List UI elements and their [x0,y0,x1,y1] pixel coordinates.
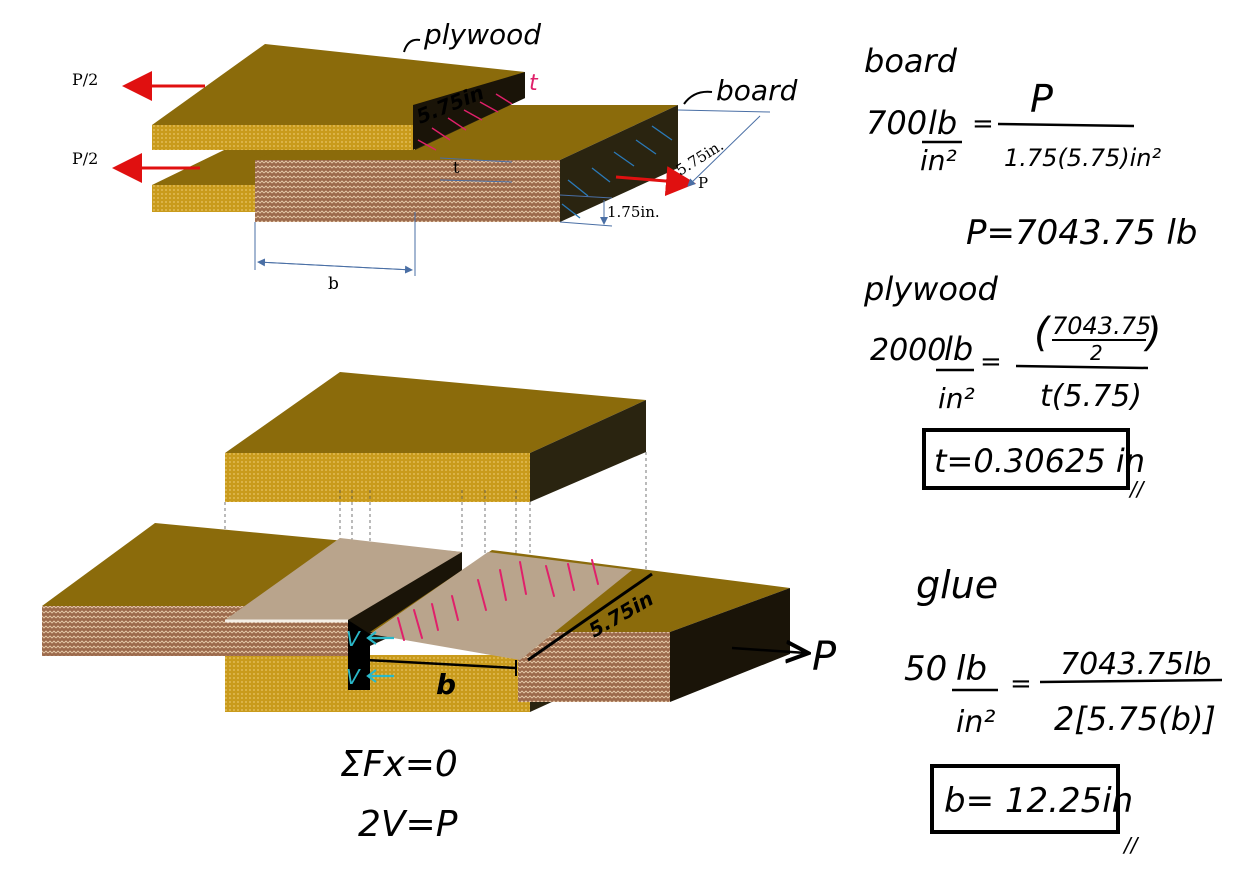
dim-label-b: b [328,274,339,294]
shear-v1: V [346,627,361,651]
bottom-width-dim [527,572,653,662]
glue-result: b= 12.25in [944,781,1133,821]
bottom-b-label: b [436,668,456,701]
plywood-result-box [922,428,1130,490]
exploded-top-plywood-side [530,400,646,502]
equation-balance: 2V=P [358,804,458,845]
glue-stress-value: 50 [904,649,947,689]
calc-board: board 700 lb in² = P 1.75(5.75)in² P=704… [864,42,1197,253]
force-arrow-right [615,166,696,197]
shear-gap-strip [348,620,370,690]
glue-heading: glue [916,563,998,607]
dim-label-thickness: 1.75in. [607,203,660,221]
plywood-paren-left: ( [1034,310,1052,356]
red-hatch-top [417,93,513,151]
board-heading: board [864,42,958,80]
plywood-rhs-den: t(5.75) [1040,379,1142,414]
right-board-side [670,588,790,702]
exploded-bottom-plywood-front [225,655,530,712]
exploded-top-plywood-front [225,453,530,502]
plywood-result: t=0.30625 in [934,442,1145,480]
board-unit-den: in² [920,144,957,177]
force-label-right: P [698,174,708,192]
top-plywood-front-face [152,125,415,150]
board-end-face [255,160,560,222]
plywood-rhs-num-top: 7043.75 [1052,312,1151,340]
force-label-top-left: P/2 [72,70,98,89]
calc-plywood: plywood 2000 lb in² = ( 7043.75 2 ) t(5.… [863,270,1162,501]
top-assembly: P/2 P/2 P t b 1.75in. 5.75in. 5.75in t p… [72,18,798,294]
glue-area-left [225,538,462,620]
board-rhs-den: 1.75(5.75)in² [1004,144,1161,172]
glue-result-box [930,764,1120,834]
plywood-stress-value: 2000 [870,333,946,368]
glue-area-right [370,552,632,660]
load-label: P [812,634,837,680]
equation-sum: ΣFx=0 [340,744,458,785]
load-arrow [731,648,806,653]
exploded-assembly: 5.75in b V V P ΣFx=0 2V=P [42,372,837,845]
plywood-result-mark: // [1128,477,1146,501]
board-equals: = [972,109,994,139]
exploded-top-plywood-top [225,372,646,453]
board-side-face [560,105,678,222]
right-board-front-visible [518,632,670,702]
board-rhs-num: P [1030,77,1053,121]
glue-unit-num: lb [956,649,987,689]
board-label: board [716,74,798,107]
shear-v2: V [346,665,361,689]
glue-rhs-den: 2[5.75(b)] [1054,700,1216,738]
calc-glue: glue 50 lb in² = 7043.75lb 2[5.75(b)] b=… [904,563,1223,857]
blue-hatch-board [561,125,673,219]
glue-equals: = [1010,669,1032,699]
shear-strip-top [413,72,525,150]
shear-arrows [366,631,394,683]
plywood-equals: = [980,347,1002,377]
board-pointer [683,90,713,105]
board-result: P=7043.75 lb [966,213,1197,253]
plywood-heading: plywood [863,270,998,308]
force-label-bottom-left: P/2 [72,149,98,168]
plywood-unit-den: in² [938,382,975,415]
red-t-label: t [529,71,539,96]
glue-result-mark: // [1122,833,1140,857]
plywood-rhs-num-bottom: 2 [1090,341,1103,365]
plywood-pointer [403,38,421,53]
plywood-label: plywood [423,18,541,51]
glue-unit-den: in² [956,705,995,740]
board-stress-value: 700 [866,104,927,142]
dim-label-width: 5.75in. [673,136,727,179]
plywood-rhs-bar [1015,364,1149,370]
red-hatch-glue [397,559,599,641]
glue-rhs-num: 7043.75lb [1060,647,1211,682]
plywood-paren-right: ) [1143,310,1162,356]
dim-label-t: t [453,158,460,177]
board-rhs-bar [997,122,1135,128]
bottom-b-dim [365,658,517,670]
plywood-unit-num: lb [944,330,973,368]
glue-rhs-bar [1039,678,1223,684]
dimension-lines-top [254,109,771,276]
board-unit-num: lb [928,104,957,142]
